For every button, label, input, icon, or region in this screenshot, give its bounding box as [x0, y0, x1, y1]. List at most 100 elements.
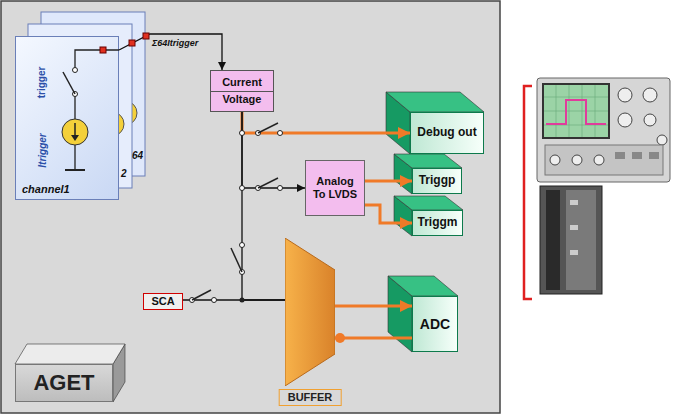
switch-symbol	[190, 123, 283, 303]
box-extrusion	[386, 92, 484, 112]
converter-box: Analog To LVDS	[305, 160, 365, 216]
summing-node	[100, 47, 106, 53]
box-label: SCA	[151, 295, 174, 308]
channel-wire	[63, 72, 75, 94]
rack-module-picture	[570, 250, 578, 255]
oscilloscope-picture	[618, 113, 632, 127]
switch-symbol	[212, 298, 217, 303]
box-label: Analog To LVDS	[309, 175, 361, 200]
signal-wire	[242, 112, 285, 300]
switch-symbol	[240, 186, 245, 191]
signal-wire	[242, 112, 305, 188]
signal-name: Triggm	[417, 216, 457, 230]
bracket	[524, 86, 532, 299]
oscilloscope-picture	[572, 155, 582, 165]
channel-card: channel1	[15, 36, 119, 200]
oscilloscope-picture	[546, 100, 606, 124]
current-source-symbol	[74, 123, 76, 136]
oscilloscope-picture	[537, 78, 670, 182]
oscilloscope-picture	[618, 88, 632, 102]
output-box: Triggm	[412, 210, 463, 236]
oscilloscope-picture	[544, 85, 608, 137]
oscilloscope-picture	[594, 155, 604, 165]
switch-symbol	[258, 123, 278, 133]
rack-module-picture	[540, 186, 602, 294]
signal-name: trigger	[36, 66, 47, 98]
buffer-outline	[285, 238, 335, 386]
adc-box: ADC	[412, 296, 458, 352]
oscilloscope-picture	[657, 135, 667, 145]
current-source-symbol	[62, 119, 88, 145]
oscilloscope-picture	[632, 152, 642, 159]
sca-box: SCA	[143, 293, 183, 310]
oscilloscope-picture	[550, 155, 560, 165]
signal-name: Itrigger	[36, 133, 47, 167]
switch-symbol	[240, 243, 245, 248]
signal-name: Triggp	[419, 174, 456, 188]
rack-module-picture	[570, 200, 578, 205]
box-extrusion	[394, 154, 462, 168]
buffer-outline	[285, 238, 335, 386]
output-box: Triggp	[412, 168, 462, 194]
buffer-shape: BUFFER	[285, 238, 335, 386]
oscilloscope-picture	[644, 114, 656, 126]
switch-symbol	[240, 131, 245, 136]
rack-module-picture	[570, 225, 578, 230]
signal-wire	[365, 180, 412, 183]
switch-symbol	[278, 131, 283, 136]
box-label: ADC	[420, 316, 450, 332]
box-label: Debug out	[417, 126, 476, 140]
oscilloscope-picture	[545, 145, 663, 175]
channel-wire	[63, 50, 119, 170]
summing-node	[129, 40, 135, 46]
signal-name: Σ64Itrigger	[152, 38, 198, 48]
rack-module-picture	[566, 190, 596, 290]
switch-symbol	[278, 186, 283, 191]
connectors	[119, 34, 412, 338]
chip-box: AGET	[15, 364, 113, 402]
converter-box: CurrentVoltage	[210, 70, 274, 112]
signal-wire	[183, 299, 285, 300]
switch-symbol	[192, 290, 211, 300]
box-label: Current	[222, 74, 262, 91]
box-extrusion	[15, 344, 125, 364]
channel-wire	[74, 97, 75, 171]
rack-module-picture	[546, 190, 560, 290]
box-label: Voltage	[223, 91, 262, 108]
oscilloscope-picture	[615, 152, 625, 159]
summing-node	[100, 33, 149, 53]
channel-number: 64	[132, 150, 143, 161]
oscilloscope-picture	[543, 84, 609, 138]
box-extrusion	[388, 276, 458, 296]
channel-wire	[75, 50, 119, 70]
switch-symbol	[240, 298, 245, 303]
signal-wire	[335, 337, 412, 340]
chip-panel	[1, 1, 500, 413]
rack-module-picture	[540, 186, 602, 294]
chip-panel	[1, 1, 500, 413]
oscilloscope-picture	[537, 78, 670, 182]
buffer-label: BUFFER	[279, 389, 342, 406]
current-source-symbol	[71, 135, 79, 141]
signal-wire	[365, 205, 412, 223]
box-extrusion	[394, 196, 463, 210]
switch-symbol	[258, 178, 278, 188]
channel-wire	[73, 92, 78, 97]
signal-wire	[119, 34, 222, 70]
bracket	[524, 86, 532, 299]
switch-symbol	[231, 248, 242, 272]
output-box: Debug out	[410, 112, 484, 154]
signal-wire	[242, 112, 410, 133]
summing-node	[143, 33, 149, 39]
channel-name: channel1	[22, 183, 70, 196]
chip-name: AGET	[33, 370, 94, 395]
signal-wire	[335, 305, 412, 308]
channel-wire	[65, 169, 85, 171]
oscilloscope-picture	[643, 88, 657, 102]
oscilloscope-picture	[649, 152, 659, 159]
channel-number: 2	[121, 168, 127, 179]
channel-wire	[73, 68, 78, 73]
